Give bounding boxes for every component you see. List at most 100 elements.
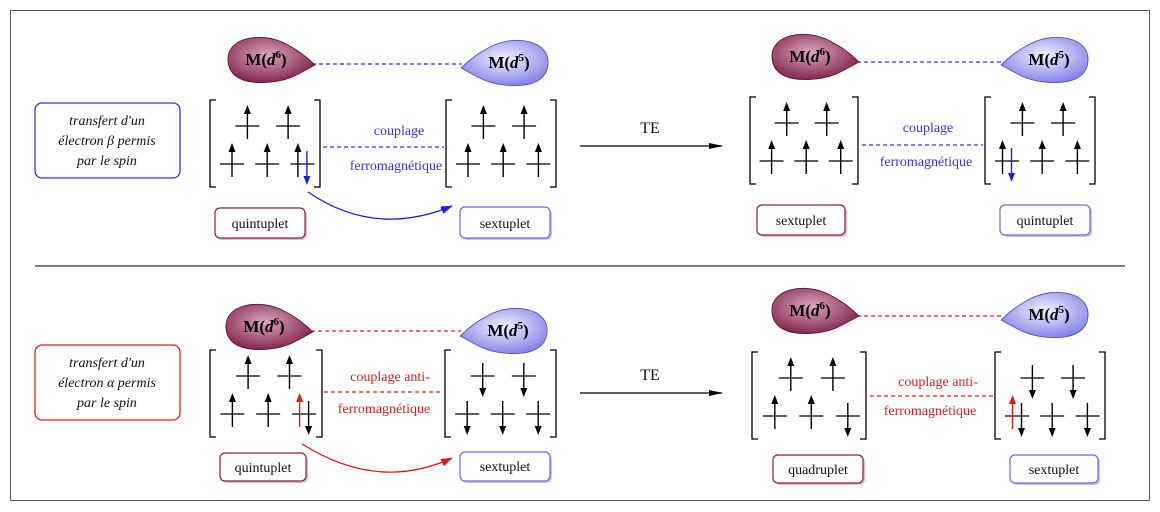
arrow-head bbox=[1008, 173, 1015, 182]
metal-symbol: M( bbox=[245, 50, 267, 69]
spin-state-label: quintuplet bbox=[235, 461, 292, 476]
condition-line: électron β permis bbox=[58, 134, 156, 149]
d-orbital bbox=[1051, 102, 1076, 136]
d-orbital bbox=[759, 140, 784, 174]
blob-shape bbox=[225, 304, 314, 351]
d-orbital bbox=[235, 105, 260, 139]
spin-state-box: sextuplet bbox=[756, 204, 847, 237]
electron-count: 5 bbox=[518, 320, 524, 332]
metal-d6-blob: M(d6) bbox=[227, 37, 316, 84]
electron-spin-up-arrow bbox=[479, 105, 487, 139]
coupling-label: ferromagnétique bbox=[884, 404, 977, 419]
arrow-head bbox=[479, 105, 487, 114]
spin-state-label: sextuplet bbox=[776, 214, 827, 229]
arrow-head bbox=[534, 426, 542, 435]
electron-spin-up-arrow bbox=[1073, 140, 1081, 174]
arrow-head bbox=[264, 393, 272, 402]
d-orbital bbox=[236, 355, 261, 389]
electron-spin-down-arrow bbox=[499, 401, 507, 435]
bracket-right bbox=[1089, 96, 1096, 185]
arrow-head bbox=[999, 140, 1006, 149]
spin-state-label: quintuplet bbox=[1017, 214, 1074, 229]
d-orbital bbox=[828, 140, 853, 174]
metal-label: M(d6) bbox=[789, 46, 830, 66]
arrow-head bbox=[244, 355, 252, 364]
bracket-left bbox=[984, 96, 991, 185]
arrow-head bbox=[807, 395, 815, 404]
arrow-head bbox=[829, 357, 837, 366]
blob-shape bbox=[771, 288, 860, 335]
condition-line: transfert d'un bbox=[69, 356, 145, 371]
electron-spin-down-arrow bbox=[1018, 403, 1025, 437]
metal-symbol: M( bbox=[789, 47, 811, 66]
arrow-head bbox=[771, 395, 779, 404]
arrow-head bbox=[1038, 140, 1046, 149]
arrow-head bbox=[243, 105, 251, 114]
electron-spin-up-arrow bbox=[520, 105, 528, 139]
arrow-head bbox=[305, 426, 313, 435]
electron-spin-up-arrow bbox=[1009, 395, 1016, 429]
electron-spin-down-arrow bbox=[1028, 365, 1036, 399]
d-symbol: d bbox=[265, 317, 274, 336]
bracket-left bbox=[209, 99, 216, 188]
metal-d5-blob: M(d5) bbox=[460, 40, 549, 87]
condition-box-beta: transfert d'un électron β permis par le … bbox=[34, 102, 181, 179]
closing-paren: ) bbox=[523, 321, 529, 340]
arrow-head bbox=[1073, 140, 1081, 149]
arrow-head bbox=[499, 426, 507, 435]
electron-spin-up-arrow bbox=[228, 143, 236, 177]
arrow-head bbox=[1028, 390, 1036, 399]
electron-count: 6 bbox=[276, 49, 282, 61]
d-orbital bbox=[1005, 395, 1029, 437]
d-orbital bbox=[292, 393, 317, 435]
condition-box-frame bbox=[34, 344, 181, 421]
metal-symbol: M( bbox=[1028, 50, 1050, 69]
condition-box-frame bbox=[34, 102, 181, 179]
d-orbital bbox=[470, 363, 495, 397]
spin-state-box: quintuplet bbox=[219, 452, 308, 483]
electron-transfer-curve bbox=[307, 191, 453, 220]
d-orbital bbox=[774, 102, 799, 136]
outer-frame bbox=[10, 10, 1150, 501]
spin-state-box: sextuplet bbox=[1009, 454, 1100, 485]
metal-symbol: M( bbox=[487, 321, 509, 340]
d-orbital bbox=[511, 363, 536, 397]
electron-count: 6 bbox=[820, 46, 826, 58]
blob-shape bbox=[459, 308, 548, 355]
metal-label: M(d6) bbox=[245, 49, 286, 69]
electron-spin-up-arrow bbox=[534, 143, 542, 177]
ion-configuration-left bbox=[751, 351, 867, 440]
bracket-left bbox=[994, 351, 1001, 440]
electron-spin-up-arrow bbox=[1038, 140, 1046, 174]
metal-label: M(d5) bbox=[487, 320, 528, 340]
process-label: TE bbox=[640, 120, 660, 137]
d-symbol: d bbox=[1050, 50, 1059, 69]
electron-spin-down-arrow bbox=[1083, 403, 1091, 437]
metal-d6-blob: M(d6) bbox=[225, 304, 314, 351]
d-orbital bbox=[1020, 365, 1045, 399]
d-orbital bbox=[1040, 403, 1065, 437]
d-orbital bbox=[455, 401, 480, 435]
electron-spin-up-arrow bbox=[1059, 102, 1067, 136]
spin-state-box: quadruplet bbox=[772, 454, 865, 485]
arrow-head bbox=[1048, 428, 1056, 437]
d-symbol: d bbox=[509, 321, 518, 340]
electron-spin-up-arrow bbox=[243, 105, 251, 139]
electron-count: 5 bbox=[1059, 304, 1065, 316]
metal-symbol: M( bbox=[243, 317, 265, 336]
arrow-head bbox=[284, 105, 292, 114]
metal-d5-blob: M(d5) bbox=[1000, 292, 1089, 339]
electron-spin-up-arrow bbox=[286, 355, 293, 389]
closing-paren: ) bbox=[524, 53, 530, 72]
d-orbital bbox=[277, 355, 302, 389]
bracket-right bbox=[314, 99, 321, 188]
condition-line: par le spin bbox=[76, 154, 137, 169]
electron-spin-up-arrow bbox=[823, 102, 831, 136]
spin-state-label: quintuplet bbox=[232, 217, 289, 232]
d-orbital bbox=[290, 143, 315, 185]
bracket-right bbox=[860, 351, 867, 440]
coupling-label: couplage bbox=[903, 121, 954, 136]
arrow-head bbox=[768, 140, 776, 149]
d-orbital bbox=[1061, 365, 1086, 399]
